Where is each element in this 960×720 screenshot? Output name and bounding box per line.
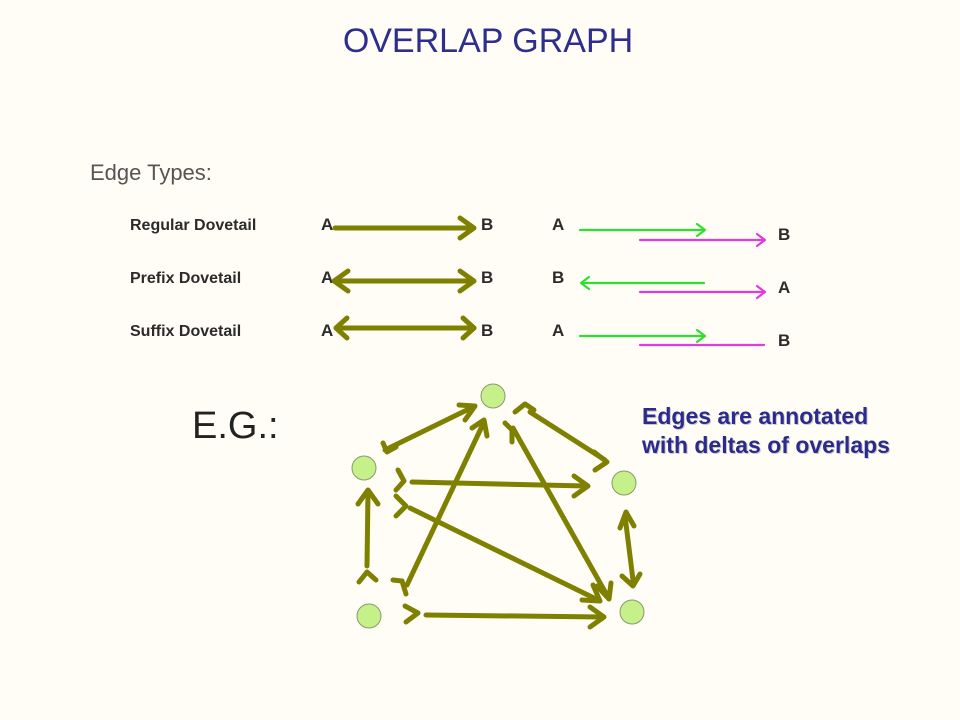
example-edges (355, 401, 643, 630)
node-bottom-right (619, 599, 645, 625)
node-right (611, 470, 637, 496)
edge-type-arrows (331, 215, 477, 341)
node-bottom-left (356, 603, 382, 629)
edge-right-to-bottom-right (617, 509, 643, 589)
suffix-dovetail-arrow (333, 315, 477, 341)
row-2-read-top-letter: A (552, 321, 565, 340)
edge-bottom-left-to-top (390, 417, 490, 597)
row-1-reads (579, 275, 767, 300)
edge-left-to-bottom-right (393, 493, 603, 604)
edge-left-to-top (380, 402, 478, 455)
row-label-suffix-dovetail: Suffix Dovetail (130, 323, 242, 340)
regular-dovetail-arrow (332, 215, 477, 241)
edge-bottom-left-to-bottom-right (402, 603, 607, 630)
row-label-prefix-dovetail: Prefix Dovetail (130, 270, 242, 287)
row-2-node-b: B (481, 321, 494, 340)
node-top (480, 383, 506, 409)
page-title: OVERLAP GRAPH (342, 22, 634, 60)
read-alignments (578, 222, 767, 347)
edge-types-heading: Edge Types: (90, 160, 212, 185)
row-0-node-b: B (481, 215, 494, 234)
edge-top-to-right (512, 401, 610, 473)
example-label: E.G.: (192, 405, 279, 447)
edge-top-to-bottom-right (502, 420, 614, 602)
row-0-read-top-letter: A (552, 215, 565, 234)
row-1-node-a: A (321, 268, 334, 287)
row-2-node-a: A (321, 321, 334, 340)
prefix-dovetail-arrow (331, 268, 477, 294)
row-2-read-bottom-letter: B (778, 331, 791, 350)
row-1-read-top-letter: B (552, 268, 565, 287)
annotation-text: Edges are annotated with deltas of overl… (642, 402, 890, 460)
row-0-read-bottom-letter: B (778, 225, 791, 244)
annotation-line-2: with deltas of overlaps (642, 432, 890, 458)
row-0-reads (578, 222, 767, 248)
example-nodes (351, 383, 645, 629)
row-2-reads (578, 328, 766, 347)
node-left (351, 455, 377, 481)
row-0-node-a: A (321, 215, 334, 234)
annotation-line-1: Edges are annotated (642, 403, 869, 429)
edge-bottom-left-to-left (355, 487, 381, 585)
edge-left-to-right (393, 467, 591, 499)
row-label-regular-dovetail: Regular Dovetail (130, 217, 257, 234)
row-1-node-b: B (481, 268, 494, 287)
row-1-read-bottom-letter: A (778, 278, 791, 297)
